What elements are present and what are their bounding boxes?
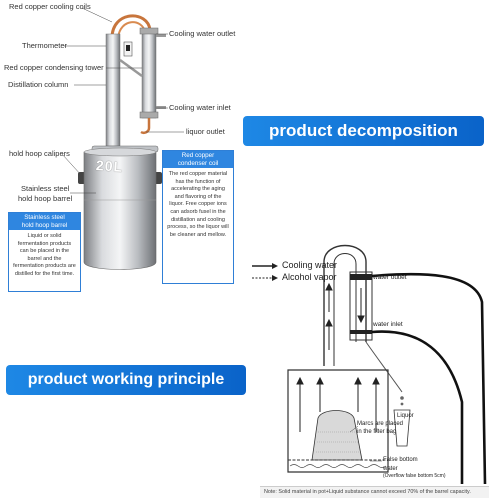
- label-hold-hoop-calipers: hold hoop calipers: [9, 150, 70, 158]
- info-box-copper: Red copper condenser coil The red copper…: [162, 150, 234, 284]
- info-box-barrel: Stainless steel hold hoop barrel Liquid …: [8, 212, 81, 292]
- info-barrel-body: Liquid or solid fermentation products ca…: [9, 230, 80, 282]
- banner-product-decomposition: product decomposition: [243, 116, 484, 146]
- label-marcs-2: in the filter bag: [357, 429, 396, 435]
- note-capacity: Note: Solid material in pot+Liquid subst…: [260, 486, 489, 498]
- capacity-label: 20L: [95, 157, 123, 175]
- label-thermometer: Thermometer: [22, 42, 67, 50]
- info-copper-body: The red copper material has the function…: [163, 168, 233, 242]
- label-cooling-water-inlet: Cooling water inlet: [169, 104, 231, 112]
- info-barrel-header: Stainless steel hold hoop barrel: [9, 213, 80, 230]
- banner-decomposition-text: product decomposition: [269, 121, 458, 141]
- condensing-tower: [142, 30, 156, 118]
- label-hold-hoop-barrel: hold hoop barrel: [18, 195, 72, 203]
- filter-bag: [312, 411, 362, 461]
- label-condensing-tower: Red copper condensing tower: [4, 64, 104, 72]
- label-water: water: [383, 466, 398, 472]
- distillation-column: [106, 34, 120, 146]
- info-copper-header: Red copper condenser coil: [163, 151, 233, 168]
- label-water-outlet: water outlet: [373, 275, 407, 282]
- legend-vapor-arrow: [252, 275, 278, 281]
- label-cooling-coils: Red copper cooling coils: [9, 3, 91, 11]
- label-water-inlet: water inlet: [373, 322, 403, 329]
- label-stainless-steel: Stainless steel: [21, 185, 69, 193]
- legend-cooling-water: Cooling water: [282, 261, 337, 270]
- label-false-bottom: False bottom: [383, 457, 418, 463]
- label-overflow: (Overflow false bottom 5cm): [383, 474, 446, 479]
- legend-cooling-arrow: [252, 263, 278, 269]
- banner-principle-text: product working principle: [28, 371, 224, 389]
- label-marcs-1: Marcs are placed: [357, 421, 403, 427]
- legend-alcohol-vapor: Alcohol vapor: [282, 273, 337, 282]
- banner-working-principle: product working principle: [6, 365, 246, 395]
- label-liquor: Liquor: [397, 413, 414, 419]
- label-distillation-column: Distillation column: [8, 81, 68, 89]
- label-cooling-water-outlet: Cooling water outlet: [169, 30, 235, 38]
- label-liquor-outlet: liquor outlet: [186, 128, 225, 136]
